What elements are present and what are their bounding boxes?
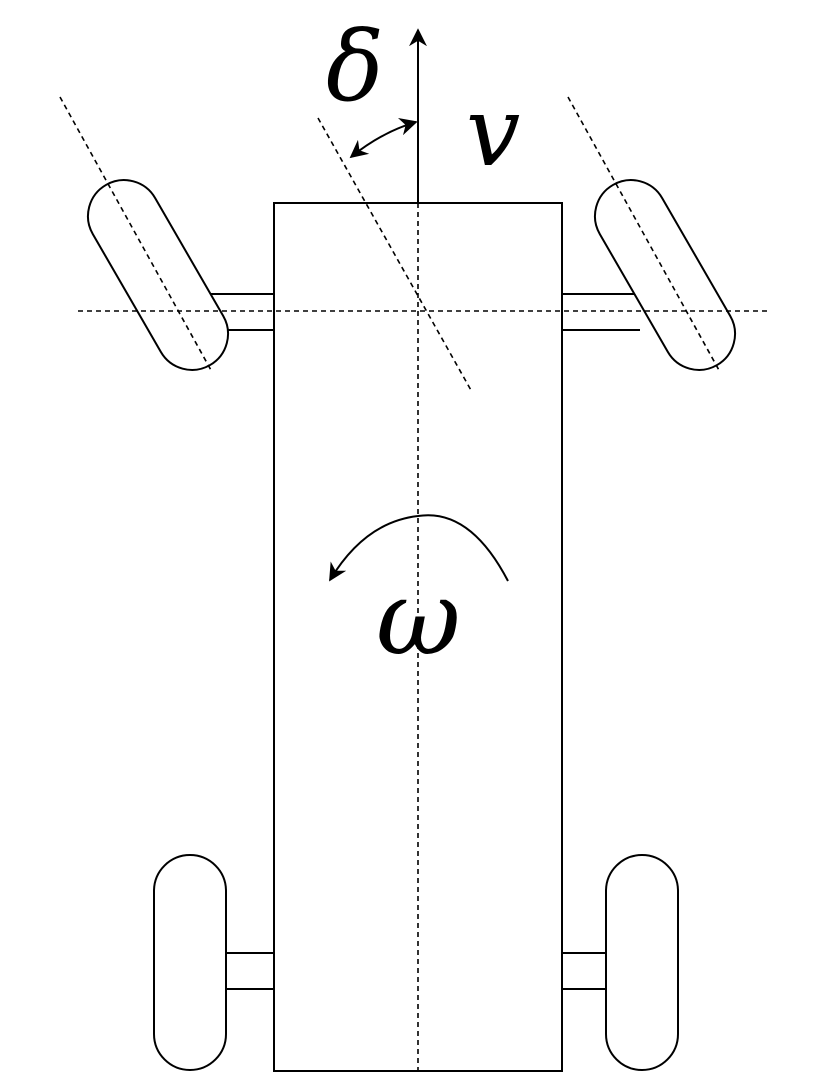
front-right-wheel xyxy=(594,179,736,371)
angular-velocity-label: ω xyxy=(376,557,461,679)
rear-right-wheel xyxy=(605,854,679,1071)
steering-direction-line xyxy=(317,117,473,393)
front-right-wheel-axis xyxy=(567,96,721,373)
front-axle-right xyxy=(562,293,640,331)
rear-axle-right xyxy=(562,952,606,990)
steering-angle-label: δ xyxy=(326,11,384,123)
front-left-wheel-axis xyxy=(59,96,213,373)
rear-left-wheel xyxy=(153,854,227,1071)
steering-angle-arc xyxy=(349,117,418,159)
angular-velocity-arc xyxy=(329,514,509,582)
velocity-label: v xyxy=(466,76,520,188)
front-left-wheel xyxy=(87,179,229,371)
rear-axle-left xyxy=(226,952,274,990)
